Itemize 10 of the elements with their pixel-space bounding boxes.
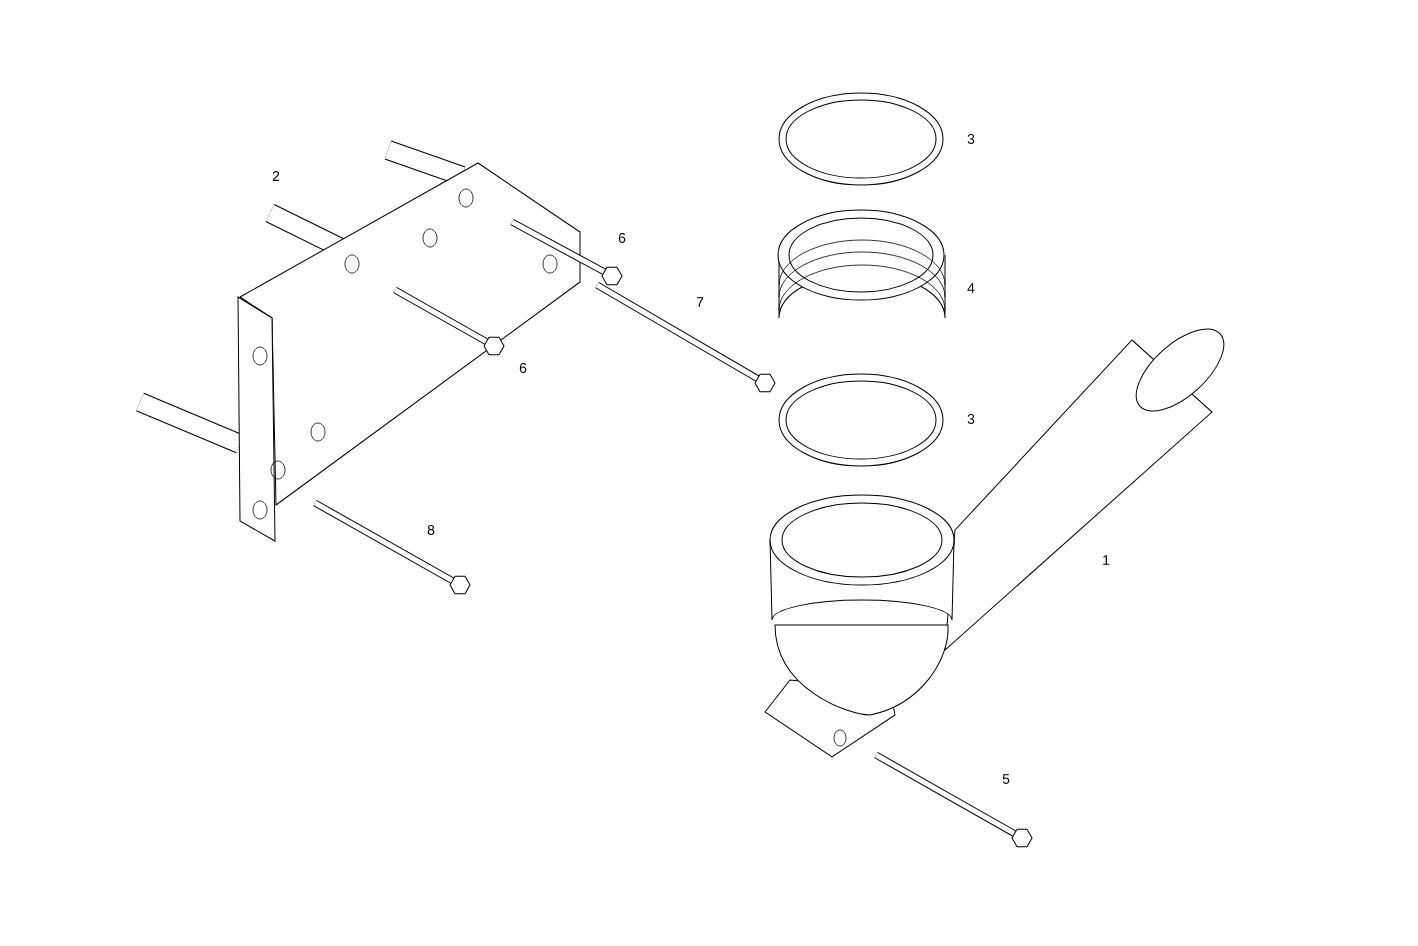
callout-number: 7 xyxy=(696,297,704,307)
callout-number: 5 xyxy=(1002,774,1010,784)
callout-number: 6 xyxy=(519,363,527,373)
callout-number: 6 xyxy=(618,233,626,243)
callout-number: 4 xyxy=(967,283,975,293)
callout-number: 8 xyxy=(427,525,435,535)
callout-number: 3 xyxy=(967,134,975,144)
callout-number: 2 xyxy=(272,171,280,181)
callout-number: 3 xyxy=(967,414,975,424)
callout-number: 1 xyxy=(1103,555,1110,565)
